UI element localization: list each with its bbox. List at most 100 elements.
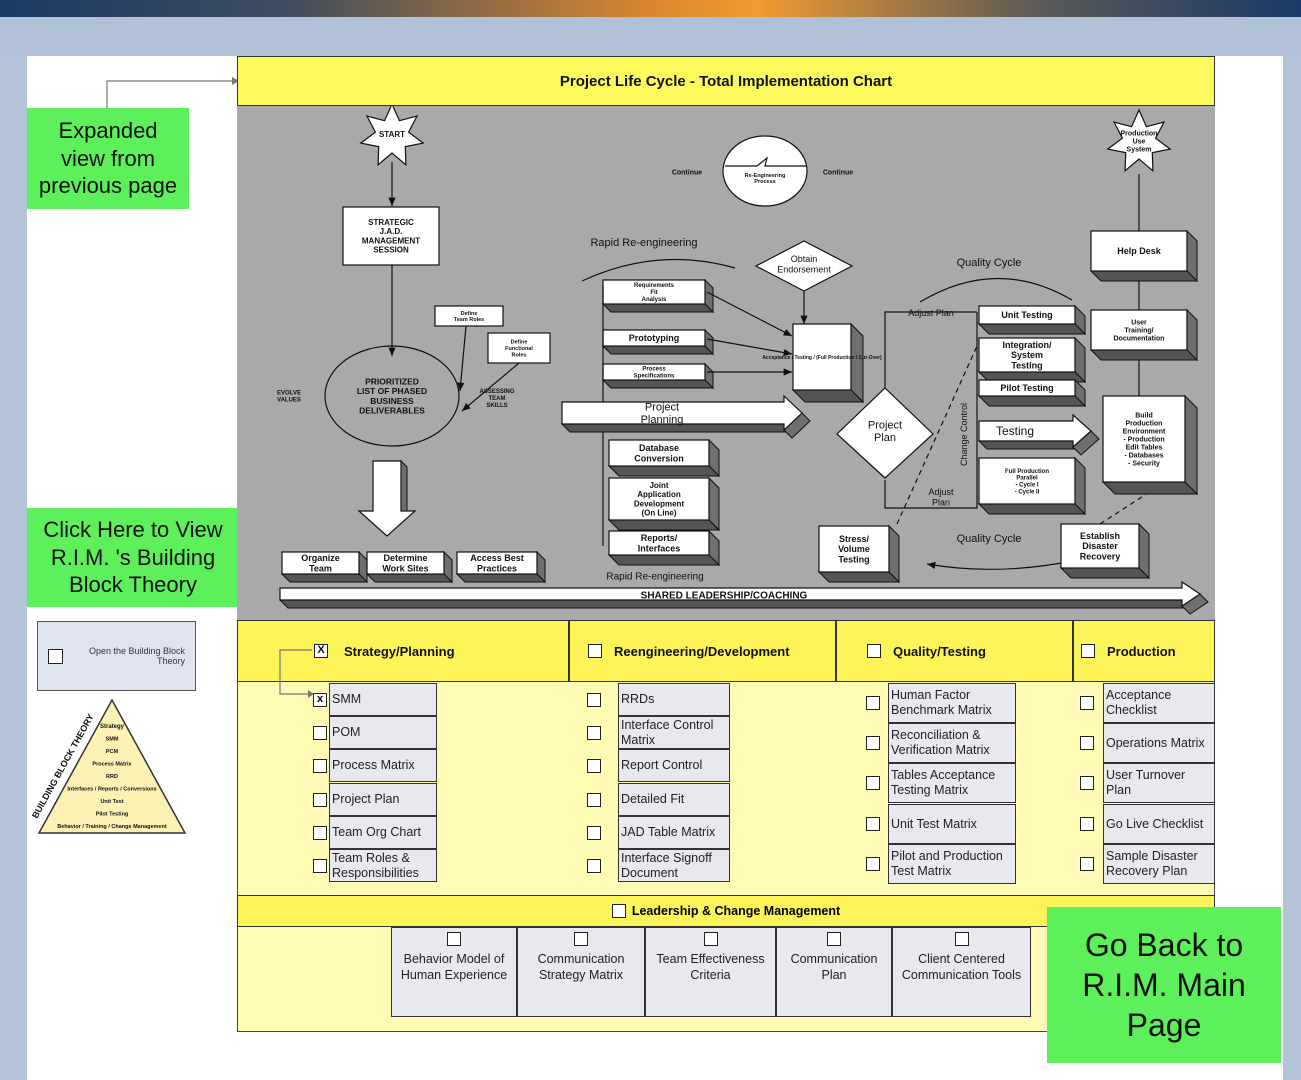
deliverable-checkbox[interactable] [1080,776,1094,790]
deliverable-item[interactable]: Tables Acceptance Testing Matrix [866,763,1016,803]
deliverable-label[interactable]: Interface Control Matrix [618,716,730,749]
open-building-block-checkbox[interactable] [48,648,63,664]
deliverable-checkbox[interactable]: x [313,692,327,707]
deliverable-checkbox[interactable] [1080,736,1094,750]
adjust-plan-bottom-line [884,312,978,509]
deliverable-label[interactable]: JAD Table Matrix [618,816,730,849]
deliverable-item[interactable]: Process Matrix [313,749,437,782]
deliverable-item[interactable]: Project Plan [313,783,437,816]
leadership-item[interactable]: Communication Plan [776,927,892,1017]
evolve-values-label-line: EVOLVE [277,391,301,397]
deliverable-checkbox[interactable] [587,758,601,773]
deliverable-label[interactable]: Go Live Checklist [1103,804,1215,844]
deliverable-item[interactable]: Go Live Checklist [1080,804,1215,844]
deliverable-item[interactable]: Team Org Chart [313,816,437,849]
deliverable-label[interactable]: Unit Test Matrix [888,804,1016,844]
leadership-checkbox[interactable] [611,904,626,918]
deliverable-label[interactable]: Team Org Chart [329,816,437,849]
deliverable-checkbox[interactable] [313,825,327,840]
deliverable-checkbox[interactable] [587,792,601,807]
deliverable-checkbox[interactable] [587,858,601,873]
deliverable-label[interactable]: POM [329,716,437,749]
deliverable-label[interactable]: Interface Signoff Document [618,849,730,882]
deliverable-label[interactable]: Detailed Fit [618,783,730,816]
deliverable-checkbox[interactable] [313,758,327,773]
deliverable-label[interactable]: Project Plan [329,783,437,816]
category-checkbox[interactable] [1081,644,1095,658]
quality-cycle-top-label: Quality Cycle [957,257,1022,269]
building-block-link-text: Click Here to View R.I.M. 's Building Bl… [43,517,223,598]
deliverable-checkbox[interactable] [587,692,601,707]
category-checkbox[interactable] [588,644,602,658]
deliverable-checkbox[interactable] [587,825,601,840]
define-team-roles-box-label-line: Define [461,311,478,317]
deliverable-item[interactable]: Interface Signoff Document [587,849,730,882]
deliverable-item[interactable]: Detailed Fit [587,783,730,816]
open-building-block-option[interactable]: Open the Building Block Theory [37,621,196,691]
deliverable-item[interactable]: Acceptance Checklist [1080,683,1215,723]
disaster-recovery-box-label-line: Recovery [1080,552,1121,562]
deliverable-checkbox[interactable] [313,792,327,807]
deliverable-item[interactable]: POM [313,716,437,749]
deliverable-checkbox[interactable] [866,696,880,710]
building-block-link[interactable]: Click Here to View R.I.M. 's Building Bl… [27,508,239,607]
deliverable-item[interactable]: Human Factor Benchmark Matrix [866,683,1016,723]
deliverable-checkbox[interactable] [1080,696,1094,710]
deliverable-checkbox[interactable] [866,776,880,790]
deliverable-item[interactable]: Unit Test Matrix [866,804,1016,844]
category-checkbox[interactable] [867,644,881,658]
deliverable-checkbox[interactable] [313,725,327,740]
deliverable-checkbox[interactable] [313,858,327,873]
deliverable-item[interactable]: Interface Control Matrix [587,716,730,749]
deliverable-item[interactable]: Report Control [587,749,730,782]
deliverable-label[interactable]: Tables Acceptance Testing Matrix [888,763,1016,803]
deliverable-item[interactable]: Sample Disaster Recovery Plan [1080,844,1215,884]
deliverable-label[interactable]: Reconciliation & Verification Matrix [888,723,1016,763]
deliverable-label[interactable]: Operations Matrix [1103,723,1215,763]
deliverable-checkbox[interactable] [866,736,880,750]
deliverable-label[interactable]: Team Roles & Responsibilities [329,849,437,882]
leadership-item-checkbox[interactable] [827,932,841,946]
pyramid-level: RRD [106,774,118,780]
deliverable-label[interactable]: Acceptance Checklist [1103,683,1215,723]
go-back-main-button[interactable]: Go Back to R.I.M. Main Page [1047,907,1281,1063]
building-block-pyramid[interactable]: BUILDING BLOCK THEORY StrategySMMPCMProc… [25,695,195,840]
leadership-item-checkbox[interactable] [954,932,969,946]
leadership-item-checkbox[interactable] [574,932,588,946]
deliverable-label[interactable]: Pilot and Production Test Matrix [888,844,1016,884]
deliverable-label[interactable]: Sample Disaster Recovery Plan [1103,844,1215,884]
deliverable-item[interactable]: Reconciliation & Verification Matrix [866,723,1016,763]
deliverable-label[interactable]: Report Control [618,749,730,782]
deliverable-label[interactable]: User Turnover Plan [1103,763,1215,803]
deliverable-item[interactable]: RRDs [587,683,730,716]
deliverable-item[interactable]: Pilot and Production Test Matrix [866,844,1016,884]
leadership-item[interactable]: Behavior Model of Human Experience [391,927,517,1017]
deliverable-label[interactable]: SMM [329,683,437,716]
deliverable-item[interactable]: User Turnover Plan [1080,763,1215,803]
deliverable-checkbox[interactable] [1080,817,1094,831]
top-gradient-bar [0,0,1301,17]
category-header-quality-testing[interactable]: Quality/Testing [836,620,1073,682]
deliverable-checkbox[interactable] [866,857,880,871]
deliverable-label[interactable]: RRDs [618,683,730,716]
deliverable-label[interactable]: Process Matrix [329,749,437,782]
database-conversion-box-label-line: Database [639,443,679,453]
category-checkbox[interactable]: X [314,644,328,658]
leadership-item[interactable]: Client Centered Communication Tools [892,927,1031,1017]
leadership-item[interactable]: Team Effectiveness Criteria [645,927,776,1017]
deliverable-checkbox[interactable] [1080,857,1094,871]
leadership-item[interactable]: Communication Strategy Matrix [517,927,645,1017]
deliverable-item[interactable]: Team Roles & Responsibilities [313,849,437,882]
deliverable-checkbox[interactable] [587,725,601,740]
category-header-production[interactable]: Production [1073,620,1215,682]
leadership-item-checkbox[interactable] [703,932,718,946]
project-planning-arrow-label-line: Project [645,402,679,414]
category-header-reengineering-development[interactable]: Reengineering/Development [569,620,836,682]
deliverable-item[interactable]: JAD Table Matrix [587,816,730,849]
deliverable-label[interactable]: Human Factor Benchmark Matrix [888,683,1016,723]
deliverable-item[interactable]: Operations Matrix [1080,723,1215,763]
leadership-item-checkbox[interactable] [447,932,461,946]
deliverable-checkbox[interactable] [866,817,880,831]
